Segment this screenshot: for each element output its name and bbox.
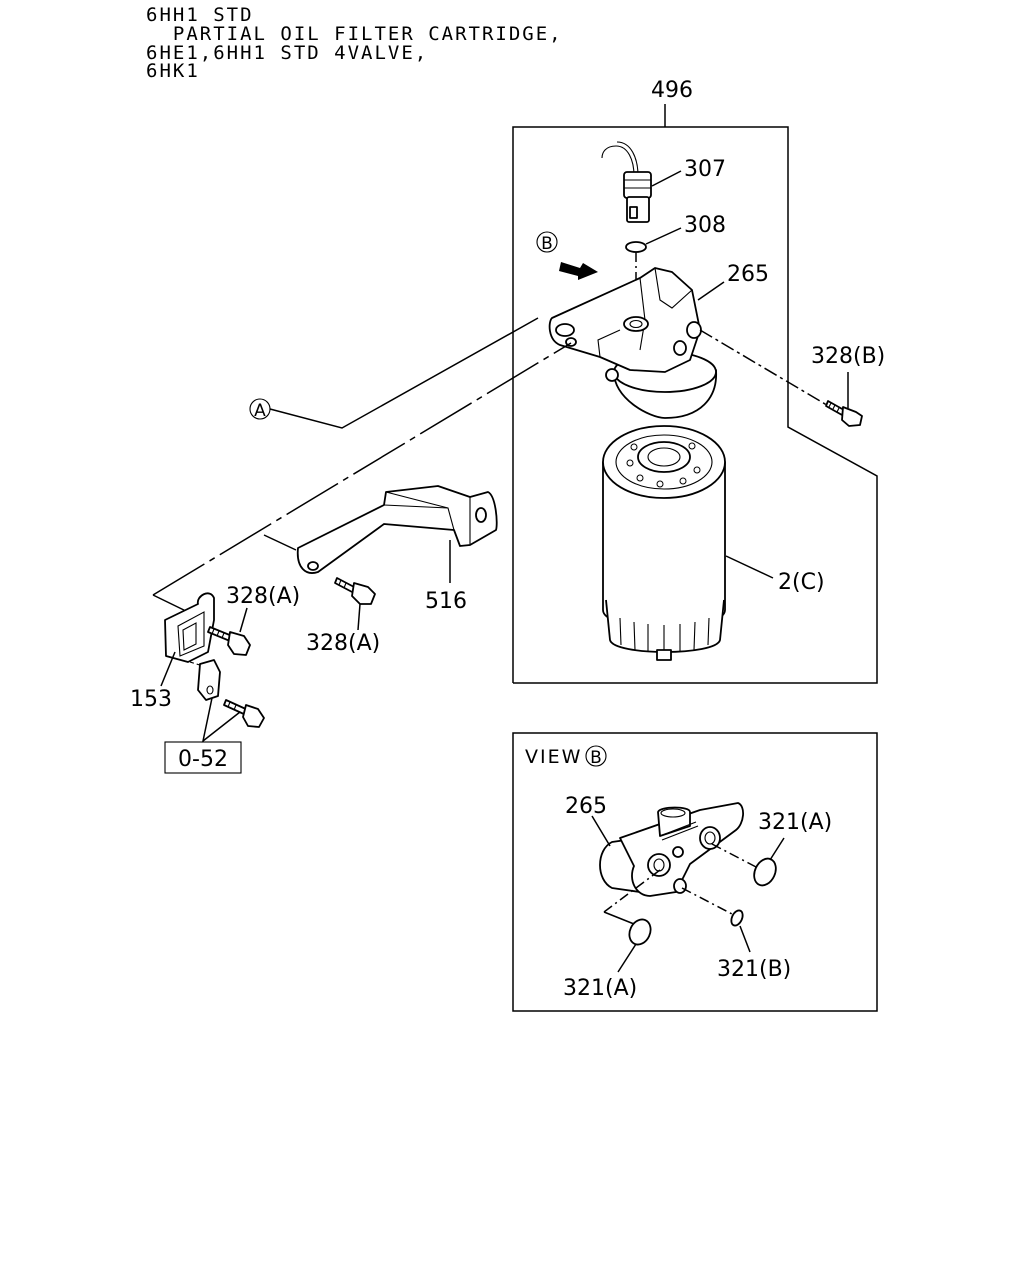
leader-view-265 <box>591 815 611 847</box>
label-496: 496 <box>651 78 693 103</box>
bracket-assembly-line <box>152 342 572 596</box>
label-516: 516 <box>425 589 467 614</box>
oring-321a-right <box>753 857 777 887</box>
oring-321a-lower-axis-2 <box>603 911 635 925</box>
leader-328a-lower <box>239 607 248 633</box>
label-328b: 328(B) <box>811 344 885 369</box>
leader-153 <box>160 651 176 687</box>
view-arrow <box>559 262 598 280</box>
leader-308 <box>645 227 682 245</box>
view-b-frame <box>512 732 878 1012</box>
leader-328a-upper <box>357 603 361 631</box>
label-328a-upper: 328(A) <box>306 631 380 656</box>
oring-321a-right-axis <box>711 843 759 869</box>
leader-307 <box>651 170 682 187</box>
label-308: 308 <box>684 213 726 238</box>
label-ref-0-52: 0-52 <box>178 747 228 772</box>
oring-321a-lower-axis <box>603 869 661 913</box>
leader-a <box>269 317 539 429</box>
label-307: 307 <box>684 157 726 182</box>
bracket-153 <box>164 592 221 701</box>
header-line-3: 6HE1,6HH1 STD 4VALVE, <box>146 42 429 64</box>
oring-321a-lower <box>628 918 652 946</box>
filter-head-265 <box>548 267 717 419</box>
header-line-2: PARTIAL OIL FILTER CARTRIDGE, <box>146 23 563 45</box>
sensor-307 <box>601 141 652 223</box>
bolt-328a-lower <box>207 626 251 656</box>
leader-321b <box>739 925 751 953</box>
bracket-516-link <box>263 534 297 551</box>
callout-b-circle <box>536 231 558 253</box>
label-153: 153 <box>130 687 172 712</box>
view-b-letter: B <box>590 748 602 768</box>
oring-321b-axis <box>681 887 733 915</box>
view-b-circle <box>585 745 607 767</box>
callout-b-letter: B <box>541 234 553 254</box>
bolt-328b <box>825 400 863 427</box>
label-2c: 2(C) <box>778 570 825 595</box>
leader-2c <box>725 555 774 579</box>
header-line-4: 6HK1 <box>146 60 200 82</box>
assembly-496-frame <box>512 104 878 684</box>
filter-cartridge-2c <box>602 425 726 661</box>
leader-321a-right <box>769 837 785 861</box>
view-b-filter-head <box>599 802 744 897</box>
label-328a-lower: 328(A) <box>226 584 300 609</box>
leader-265 <box>697 281 725 301</box>
bolt-328a-upper <box>334 577 376 605</box>
bolt-328b-axis <box>699 329 843 415</box>
leader-ref <box>201 697 241 743</box>
oring-308 <box>625 241 647 253</box>
bracket-516 <box>296 485 498 574</box>
view-b-title: VIEW <box>525 746 582 768</box>
label-321b: 321(B) <box>717 957 791 982</box>
oring-321b <box>730 909 744 927</box>
header-line-1: 6HH1 STD <box>146 4 254 26</box>
label-view-265: 265 <box>565 794 607 819</box>
callout-a-letter: A <box>254 401 266 421</box>
label-321a-right: 321(A) <box>758 810 832 835</box>
label-321a-lower: 321(A) <box>563 976 637 1001</box>
bolt-ref-0-52 <box>223 699 265 728</box>
label-265: 265 <box>727 262 769 287</box>
ref-box <box>164 741 242 774</box>
leader-321a-lower <box>617 943 637 973</box>
